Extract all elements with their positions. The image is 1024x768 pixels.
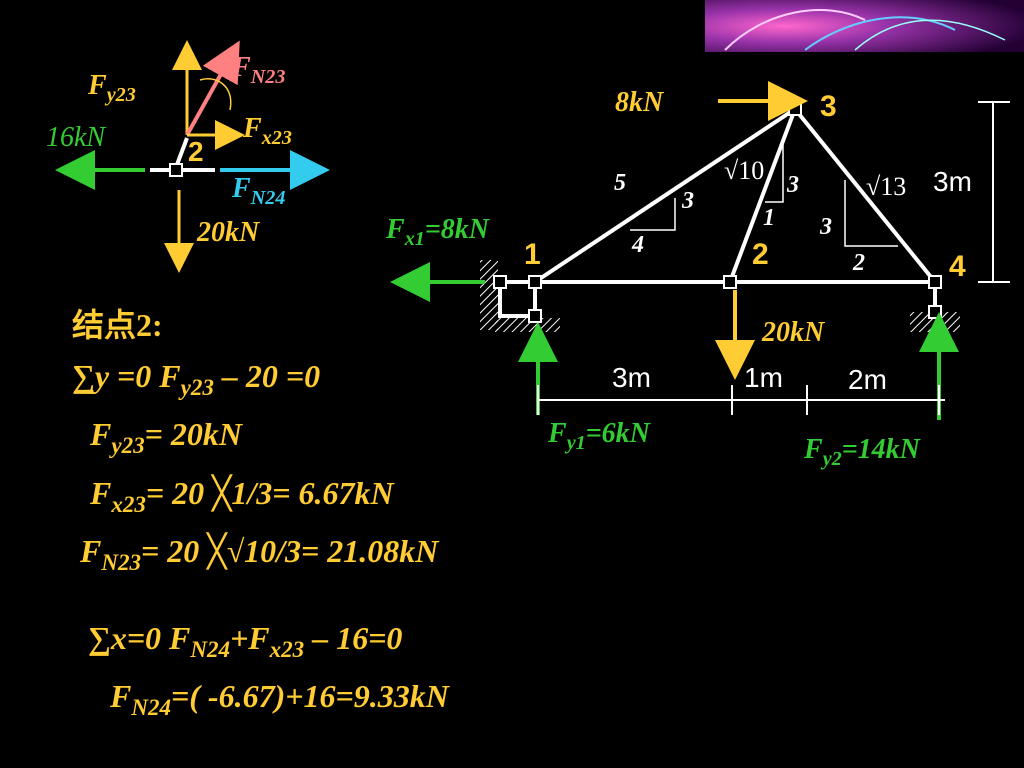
dim-3m-label: 3m: [612, 362, 651, 393]
node2-free-body-diagram: [55, 40, 330, 273]
fn24-label: FN24: [232, 173, 286, 210]
equation-fn24: FN24=( -6.67)+16=9.33kN: [110, 678, 449, 721]
fn23-angle-arc: [199, 78, 232, 111]
height-dimension-label: 3m: [933, 166, 972, 197]
decorative-swirl: [705, 0, 1024, 52]
node-label-3: 3: [820, 90, 837, 123]
left-support-bracket: [498, 282, 537, 318]
joint-3: [788, 102, 802, 116]
fy1-label: Fy1=6kN: [548, 418, 650, 455]
fx23-label: Fx23: [243, 113, 292, 150]
joint-4: [928, 275, 942, 289]
node2-heading: 结点2:: [72, 307, 163, 343]
member-2-3: [728, 108, 797, 283]
fn23-label: FN23: [232, 52, 286, 89]
joint-2: [723, 275, 737, 289]
slope-triangle-mid: [765, 140, 784, 203]
member-1-3: [533, 107, 797, 284]
load-20-label: 20kN: [762, 317, 825, 348]
top-force-label: 8kN: [615, 87, 664, 118]
joint-support-4-bottom: [928, 305, 942, 319]
equation-sum-x: ∑x=0 FN24+Fx23 – 16=0: [88, 620, 403, 663]
slope-right-rise: 3: [820, 214, 832, 240]
fn23-arrow: [185, 40, 240, 136]
slope-right-run: 2: [853, 250, 865, 276]
joint-support-1: [493, 275, 507, 289]
slope-mid-run: 1: [763, 205, 775, 231]
equation-fx23: Fx23= 20 ╳1/3= 6.67kN: [90, 475, 394, 518]
slope-left-run: 4: [632, 232, 644, 258]
slope-left-hyp: 5: [614, 170, 626, 196]
down-force-label: 20kN: [197, 217, 260, 248]
left-support-base: [495, 318, 560, 332]
equation-sum-y: ∑y =0 Fy23 – 20 =0: [72, 358, 321, 401]
joint-support-1-bottom: [528, 309, 542, 323]
member-3-4: [793, 107, 937, 284]
equation-fy23: Fy23= 20kN: [90, 416, 242, 459]
node-label-2: 2: [752, 238, 769, 271]
node-label-4: 4: [949, 250, 966, 283]
joint-1: [528, 275, 542, 289]
slope-right-hyp: √13: [866, 172, 907, 201]
fy2-label: Fy2=14kN: [804, 434, 920, 471]
slope-triangle-left: [630, 198, 676, 231]
node-label-1: 1: [524, 238, 541, 271]
slope-mid-rise: 3: [787, 172, 799, 198]
equation-fn23: FN23= 20 ╳√10/3= 21.08kN: [80, 533, 439, 576]
slope-left-rise: 3: [682, 188, 694, 214]
dim-2m-label: 2m: [848, 364, 887, 395]
fy23-label: Fy23: [88, 70, 136, 107]
node2-joint: [169, 163, 183, 177]
slope-triangle-right: [844, 180, 898, 247]
node2-number: 2: [188, 136, 204, 167]
slope-mid-hyp: √10: [724, 156, 765, 185]
dim-1m-label: 1m: [744, 362, 783, 393]
fx1-label: Fx1=8kN: [386, 214, 490, 251]
truss-diagram: [390, 81, 1010, 420]
left-force-label: 16kN: [46, 122, 106, 153]
